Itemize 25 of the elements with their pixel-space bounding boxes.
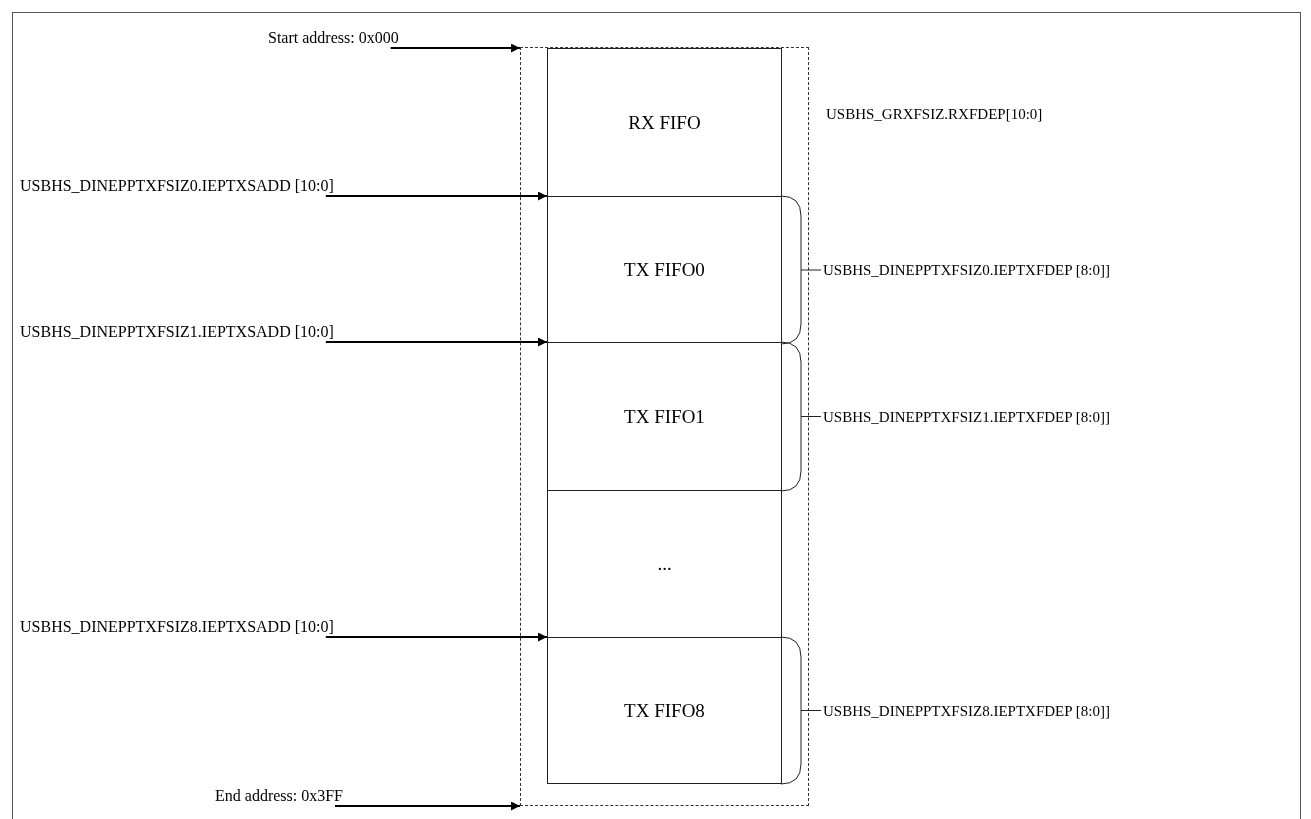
fifo-block [547,490,782,638]
address-label: USBHS_DINEPPTXFSIZ0.IEPTXSADD [10:0] [20,176,334,196]
fifo-block [547,637,782,784]
register-field-label: USBHS_DINEPPTXFSIZ0.IEPTXFDEP [8:0]] [823,261,1110,280]
register-field-label: USBHS_GRXFSIZ.RXFDEP[10:0] [826,105,1043,124]
register-field-label: USBHS_DINEPPTXFSIZ8.IEPTXFDEP [8:0]] [823,701,1110,721]
arrow [324,632,548,642]
arrow [334,801,521,811]
address-label: USBHS_DINEPPTXFSIZ1.IEPTXSADD [10:0] [20,322,334,342]
fifo-block [547,196,782,344]
block-label: TX FIFO1 [624,405,705,428]
arrow [389,43,521,53]
arrow [324,337,548,347]
block-label: TX FIFO0 [624,259,705,281]
block-label: RX FIFO [628,112,701,134]
address-label: USBHS_DINEPPTXFSIZ8.IEPTXSADD [10:0] [20,617,334,637]
register-field-label: USBHS_DINEPPTXFSIZ1.IEPTXFDEP [8:0]] [823,407,1110,427]
block-label: TX FIFO8 [624,699,705,722]
fifo-block [547,342,782,491]
arrow [324,191,548,201]
address-label: End address: 0x3FF [215,786,343,806]
address-label: Start address: 0x000 [268,28,399,48]
block-label: ... [657,553,672,575]
fifo-block [547,48,782,198]
dashed-boundary [520,47,809,806]
